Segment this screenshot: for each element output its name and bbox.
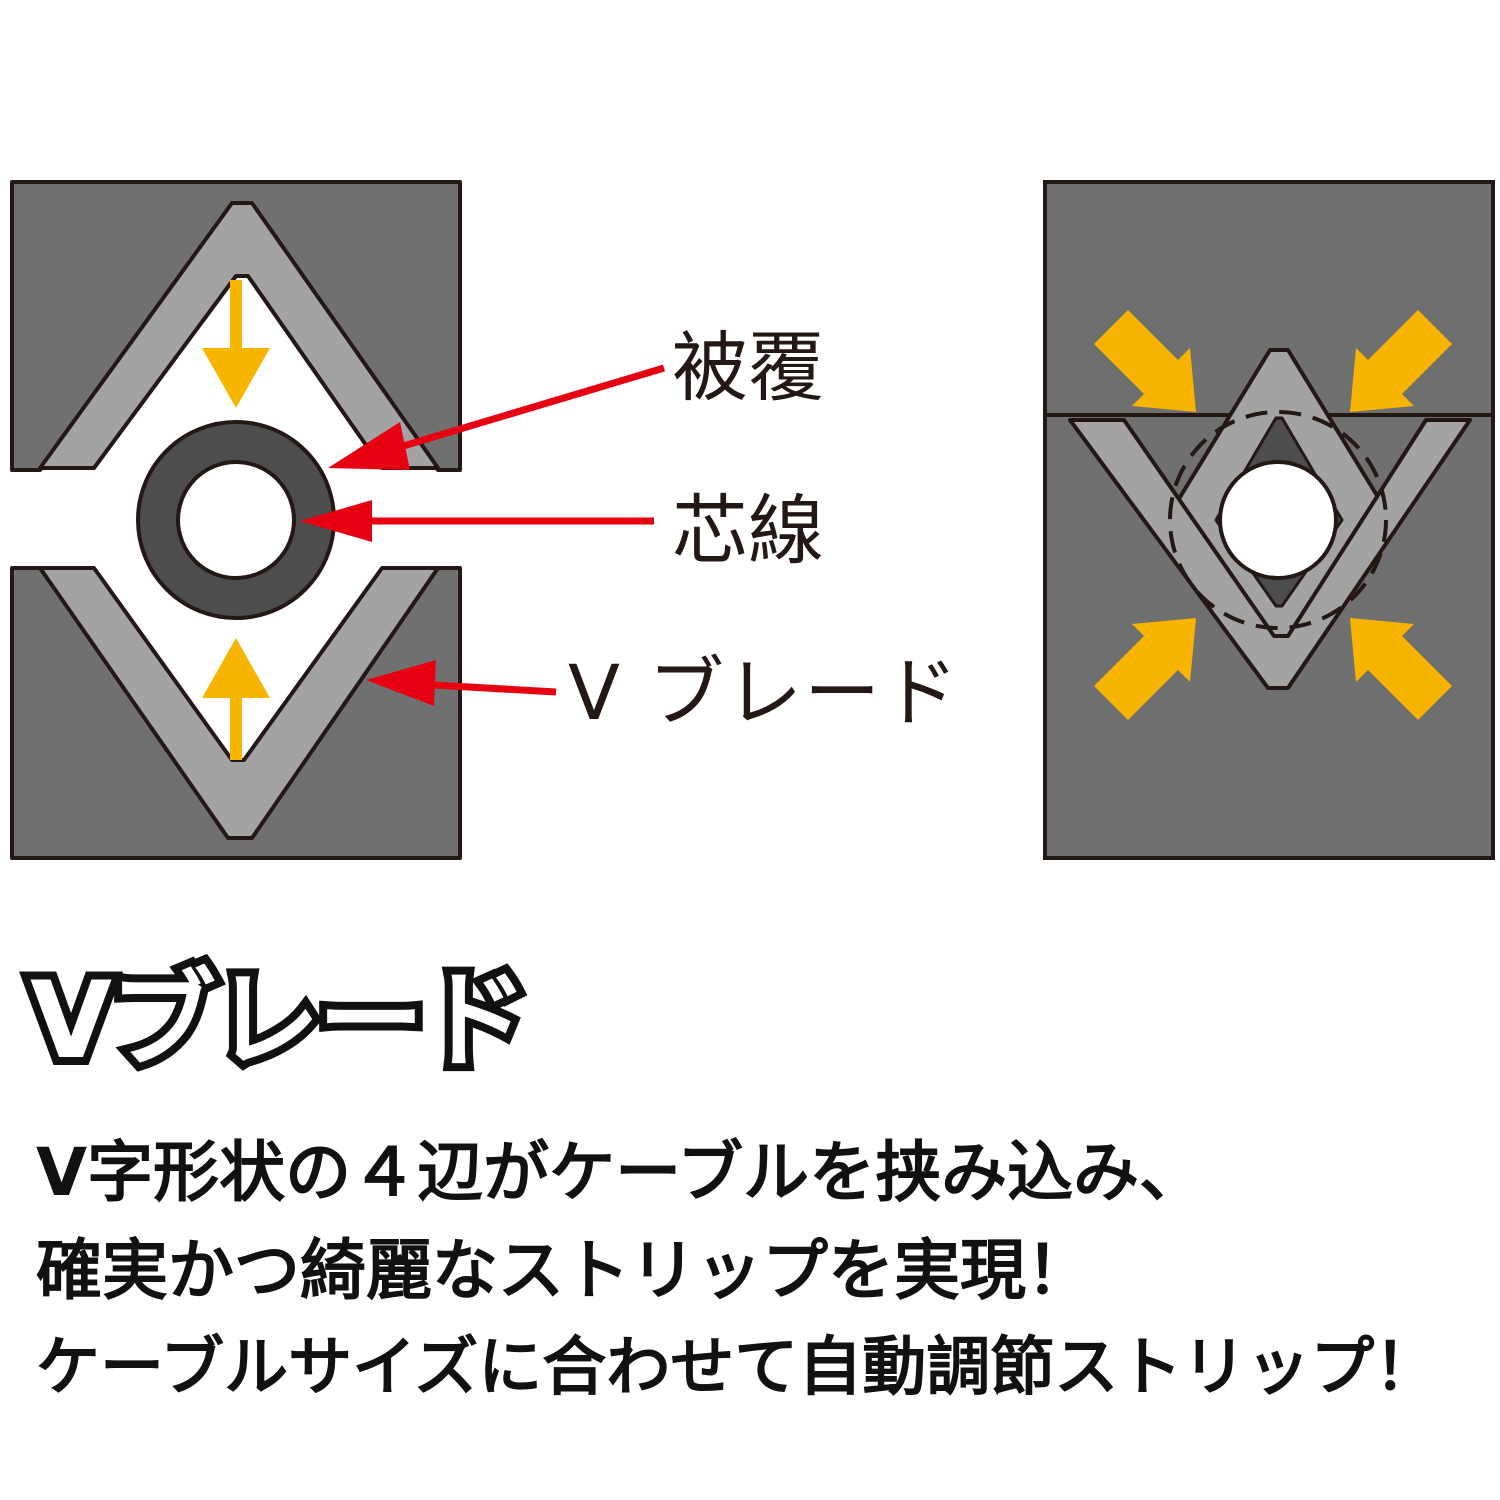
arrow-top-right-icon [1350, 310, 1452, 412]
arrow-bottom-right-icon [1350, 618, 1452, 720]
clamp-arrows [1094, 310, 1452, 720]
closed-blade-assembly [1043, 180, 1495, 860]
headline: Vブレード [22, 959, 536, 1082]
v-blade-label: V ブレード [568, 648, 961, 737]
up-arrow-icon [202, 638, 270, 760]
coating-label: 被覆 [672, 323, 824, 412]
arrow-bottom-left-icon [1094, 618, 1196, 720]
open-blade-assembly [10, 180, 462, 860]
description-line-3: ケーブルサイズに合わせて自動調節ストリップ！ [36, 1331, 1439, 1405]
callout-pointers [300, 364, 666, 706]
closing-arrows [202, 280, 270, 760]
cable-outline-dashed [1168, 410, 1388, 630]
upper-blade-block [10, 180, 462, 472]
v-blade-diagram [10, 180, 1495, 860]
cable-cross-section [136, 420, 336, 620]
cable-core [176, 460, 296, 580]
arrow-top-left-icon [1094, 310, 1196, 412]
down-arrow-icon [202, 280, 270, 408]
vblade-pointer [415, 680, 557, 696]
description-line-2: 確実かつ綺麗なストリップを実現！ [36, 1232, 1092, 1309]
core-wire-label: 芯線 [672, 486, 824, 575]
coating-pointer [368, 364, 666, 460]
lower-blade-block [10, 566, 462, 860]
description-line-1: V字形状の４辺がケーブルを挟み込み、 [36, 1134, 1206, 1211]
closed-cable-core [1218, 460, 1338, 580]
lower-blade-closed [1068, 418, 1472, 690]
